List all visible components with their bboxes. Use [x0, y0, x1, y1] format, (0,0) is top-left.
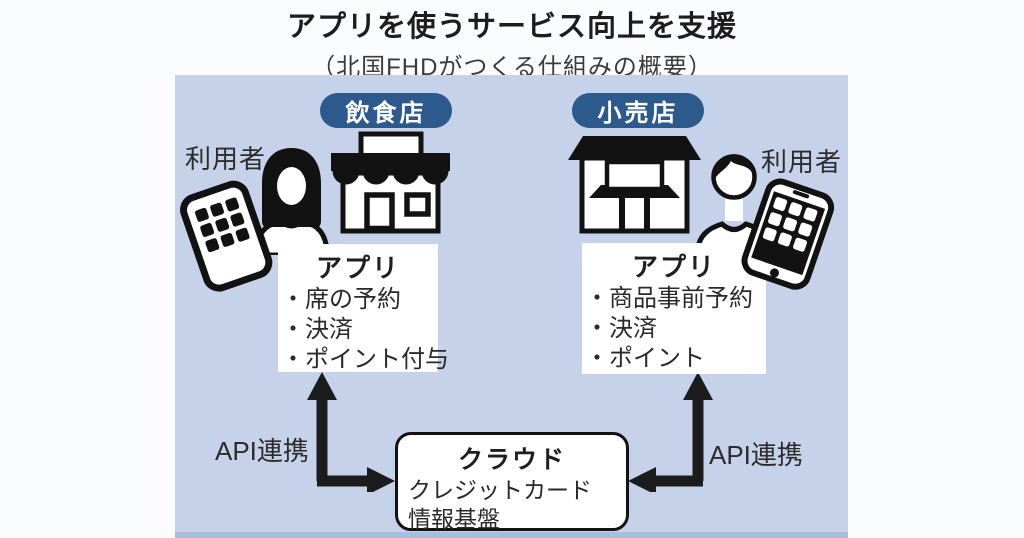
- app-box-title: アプリ: [631, 252, 716, 282]
- diagram-panel: 飲食店 小売店 利用者 利用者: [175, 75, 848, 538]
- app-box-title: アプリ: [315, 253, 400, 283]
- api-label-right: API連携: [709, 440, 803, 470]
- app-box-restaurant: アプリ ・席の予約 ・決済 ・ポイント付与: [278, 244, 449, 373]
- restaurant-badge: 飲食店: [320, 93, 452, 128]
- title-block: アプリを使うサービス向上を支援 （北国FHDがつくる仕組みの概要）: [0, 0, 1024, 82]
- app-feature-item: ・商品事前予約: [585, 285, 753, 312]
- restaurant-storefront-icon: [328, 131, 453, 239]
- panel-bottom-edge: [175, 532, 848, 538]
- user-label-right: 利用者: [761, 147, 843, 177]
- cloud-line: 情報基盤: [408, 506, 500, 532]
- app-feature-item: ・ポイント付与: [281, 346, 449, 373]
- app-feature-item: ・ポイント: [585, 345, 705, 372]
- cloud-box: クラウド クレジットカード 情報基盤: [395, 432, 629, 532]
- app-feature-item: ・決済: [585, 315, 657, 342]
- cloud-line: クレジットカード: [408, 477, 592, 503]
- app-feature-item: ・席の予約: [281, 286, 401, 313]
- smartphone-icon-left: [176, 176, 279, 301]
- smartphone-icon-right: [736, 174, 839, 299]
- elbow-arrow-left: [307, 372, 395, 492]
- retail-storefront-icon: [567, 131, 702, 239]
- page-title: アプリを使うサービス向上を支援: [286, 11, 737, 43]
- app-box-retail: アプリ ・商品事前予約 ・決済 ・ポイント: [582, 243, 766, 374]
- retail-badge: 小売店: [572, 93, 704, 128]
- cloud-title: クラウド: [457, 446, 566, 474]
- user-label-left: 利用者: [185, 144, 267, 174]
- app-feature-item: ・決済: [281, 316, 353, 343]
- api-label-left: API連携: [215, 436, 309, 466]
- female-user-icon: [249, 145, 334, 260]
- elbow-arrow-right: [628, 372, 713, 492]
